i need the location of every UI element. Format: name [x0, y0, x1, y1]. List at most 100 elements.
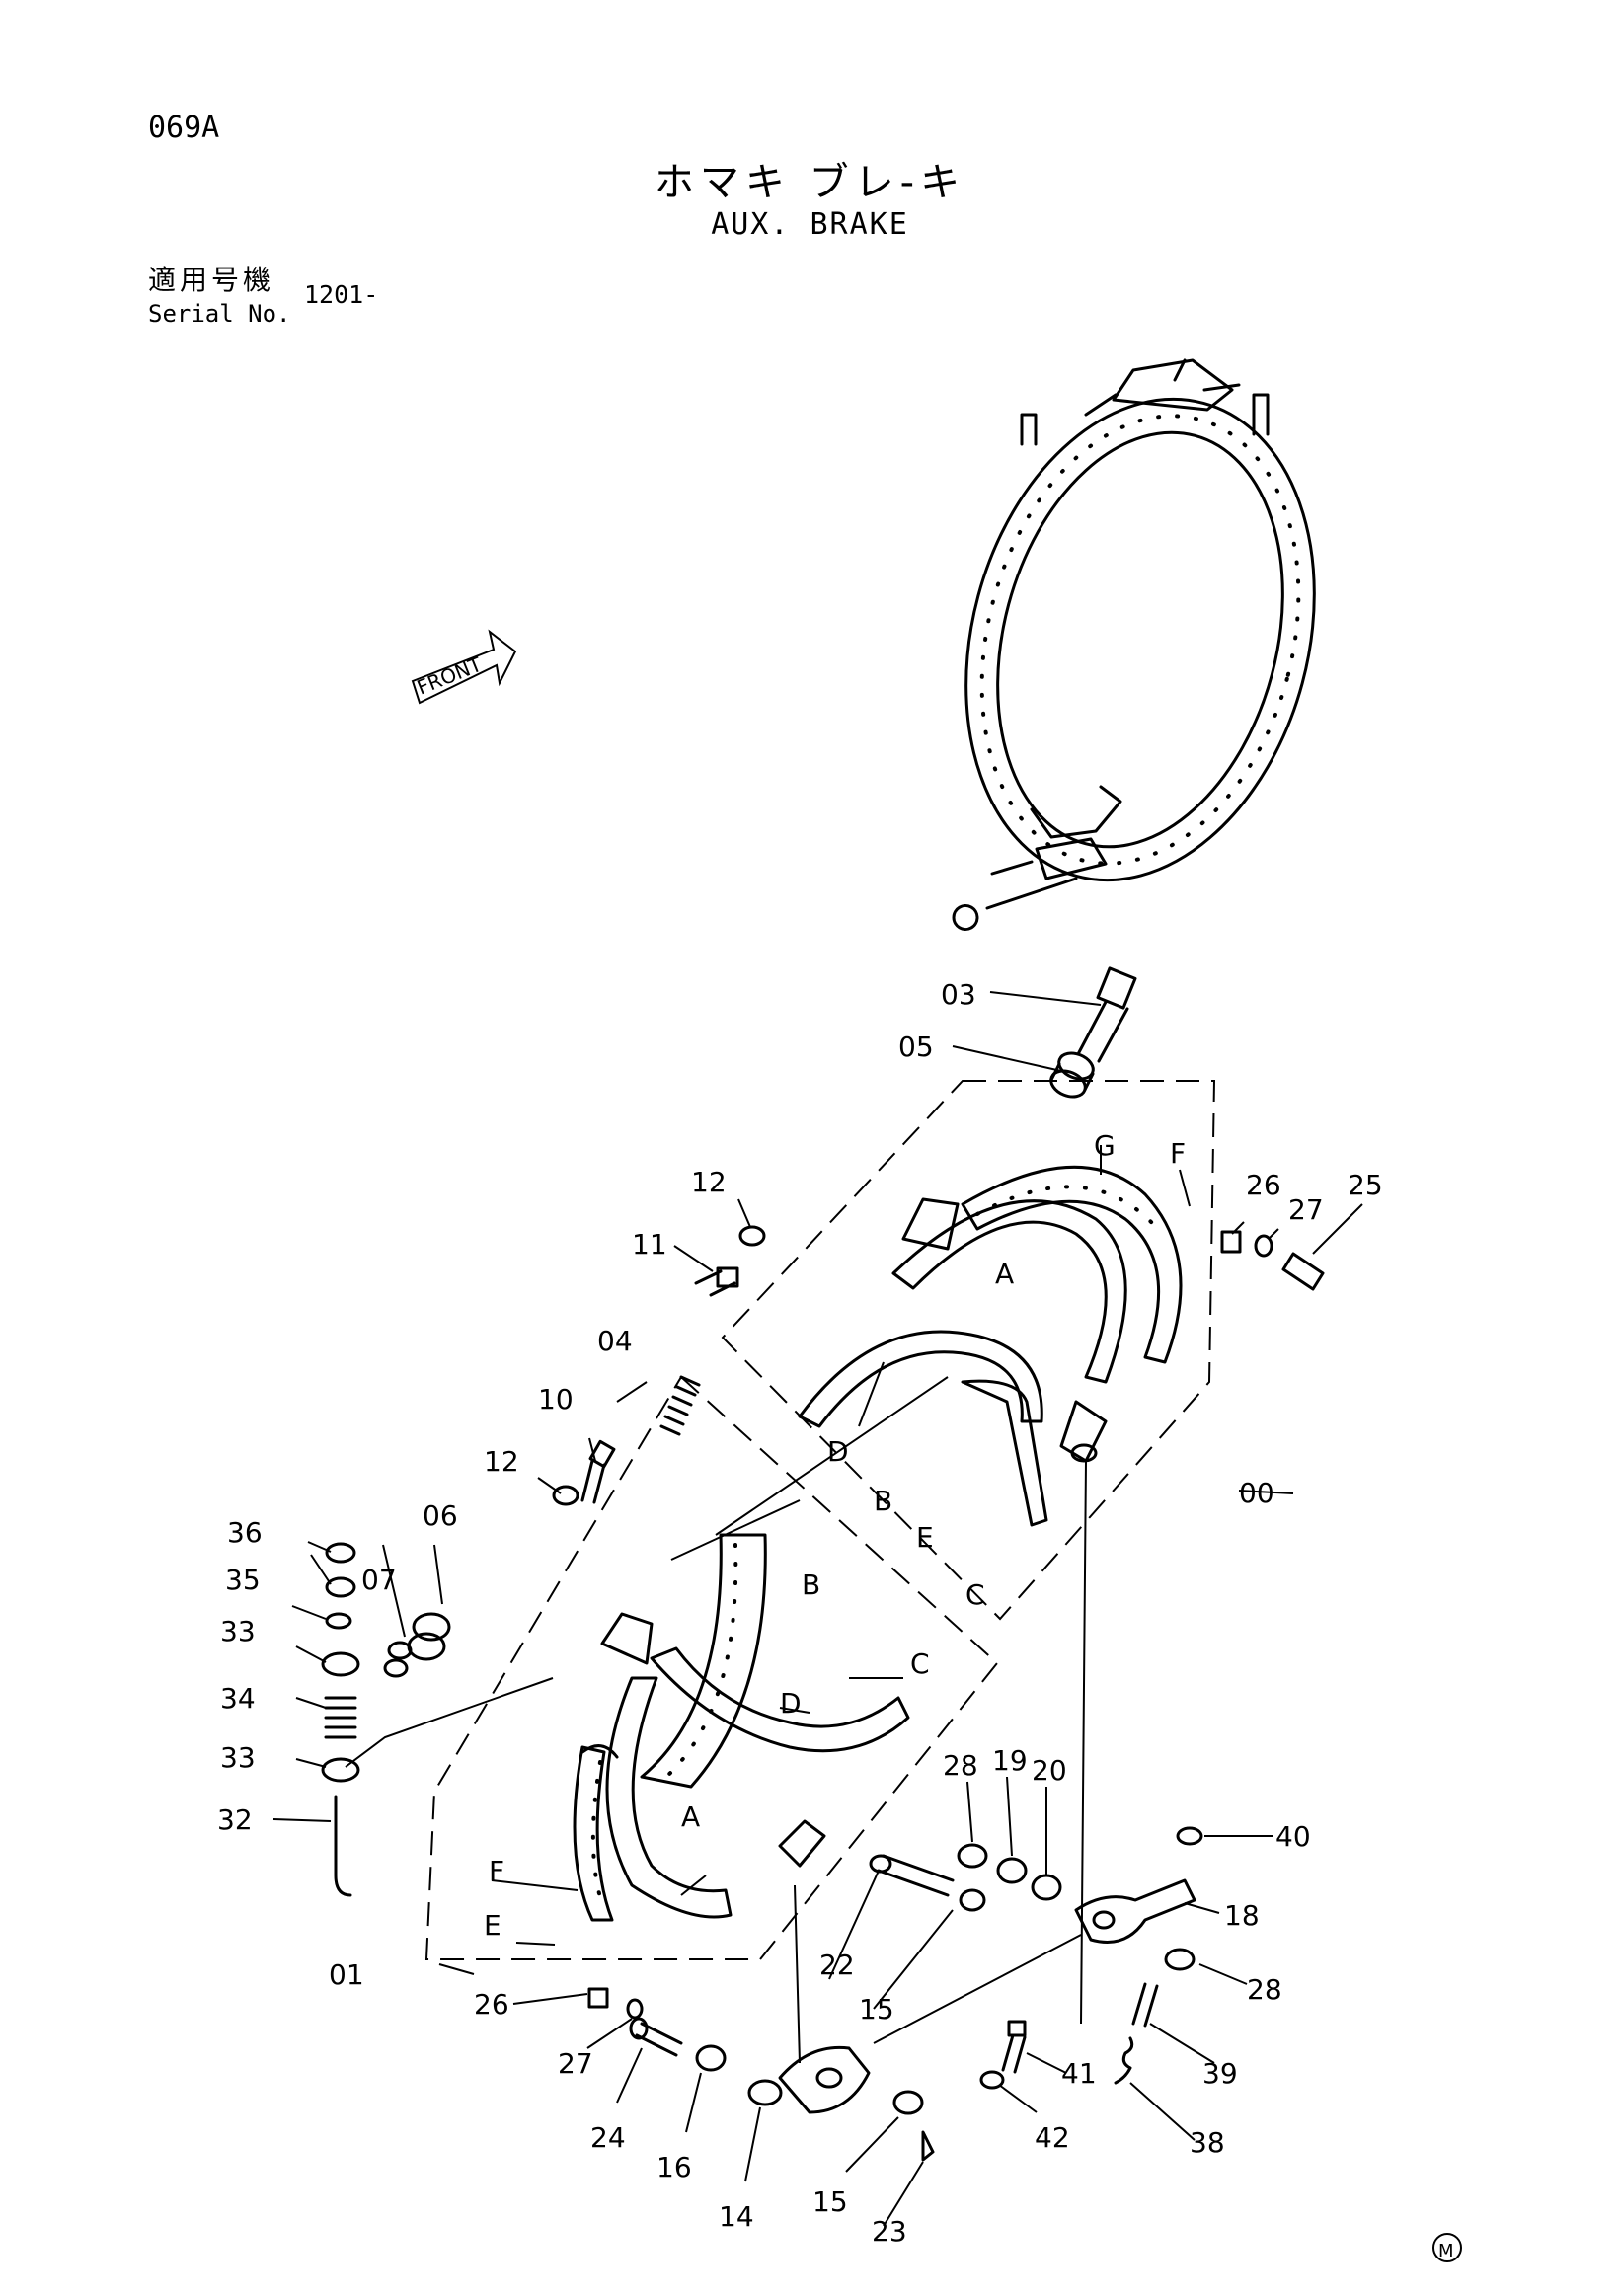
- callout-label: 11: [632, 1228, 667, 1261]
- bushing-15-upper: [959, 1888, 986, 1912]
- clip-27-lower: [626, 1998, 644, 2020]
- bolt-26-lower: [587, 1987, 609, 2009]
- callout-label: 12: [484, 1445, 519, 1478]
- page-title-japanese: ホマキ ブレ-キ: [654, 160, 966, 205]
- callout-label: 41: [1061, 2057, 1097, 2090]
- callout-label: C: [965, 1578, 985, 1611]
- callout-label: 01: [329, 1958, 364, 1991]
- callout-label: 20: [1032, 1754, 1067, 1787]
- leader-lines: [272, 991, 1363, 2227]
- callout-label: 39: [1202, 2057, 1238, 2090]
- callout-label: 14: [719, 2200, 754, 2233]
- brake-shoe-upper: [798, 1165, 1183, 1527]
- callout-label: 05: [898, 1031, 934, 1063]
- spring-04: [659, 1375, 701, 1436]
- front-direction-arrow: FRONT: [411, 629, 517, 705]
- callout-label: 25: [1348, 1169, 1383, 1201]
- callout-label: 28: [1247, 1973, 1282, 2006]
- callout-label: 32: [217, 1803, 253, 1836]
- callout-label: 10: [538, 1383, 574, 1416]
- pin-25: [1281, 1252, 1325, 1291]
- washer-28-right: [1164, 1948, 1196, 1971]
- front-label: FRONT: [414, 651, 486, 699]
- callout-label: 23: [872, 2215, 907, 2248]
- callout-label: 26: [474, 1988, 509, 2021]
- nut-12-upper: [738, 1225, 766, 1247]
- callout-label: 33: [220, 1741, 256, 1774]
- bolt-10: [580, 1439, 616, 1504]
- callout-label: B: [802, 1569, 820, 1601]
- bolt-26-upper: [1220, 1230, 1242, 1254]
- callout-label: 34: [220, 1682, 256, 1715]
- callout-label: 24: [590, 2121, 626, 2154]
- callout-labels: 03 05 G F 26 27 25 12 11 A 04 10 D B E C…: [217, 978, 1383, 2248]
- callout-label: 40: [1275, 1820, 1311, 1853]
- lever-18: [1074, 1878, 1196, 1944]
- nut-07: [383, 1641, 413, 1678]
- callout-label: 07: [361, 1564, 397, 1596]
- bushing-20: [1031, 1874, 1062, 1901]
- pin-24: [629, 2017, 683, 2057]
- bushing-19: [996, 1857, 1028, 1884]
- callout-label: 15: [859, 1993, 894, 2026]
- callout-label: A: [995, 1258, 1014, 1290]
- nut-40: [1176, 1826, 1203, 1846]
- assembled-brake-band: [952, 358, 1316, 931]
- pin-22: [869, 1854, 955, 1897]
- callout-label: 27: [558, 2047, 593, 2080]
- bushing-15-lower: [892, 2090, 924, 2115]
- nut-12-lower: [552, 1485, 579, 1506]
- callout-label: 36: [227, 1516, 263, 1549]
- spring-39: [1131, 1982, 1159, 2028]
- assembly-boundary-upper: [721, 1080, 1216, 1621]
- serial-number: 1201-: [304, 280, 379, 309]
- callout-label: A: [681, 1800, 700, 1833]
- serial-label: Serial No.: [148, 300, 291, 328]
- bolt-03: [1076, 966, 1137, 1063]
- adjuster-stack: [321, 1542, 360, 1897]
- callout-label: 00: [1239, 1477, 1274, 1509]
- page-title: AUX. BRAKE: [711, 207, 909, 242]
- callout-label: E: [916, 1521, 934, 1554]
- callout-label: F: [1170, 1137, 1186, 1170]
- page-code: 069A: [148, 111, 220, 145]
- callout-label: G: [1094, 1129, 1116, 1162]
- callout-label: 38: [1190, 2126, 1225, 2159]
- callout-label: 19: [992, 1744, 1028, 1777]
- callout-label: E: [484, 1909, 501, 1942]
- callout-label: 35: [225, 1564, 261, 1596]
- callout-label: 16: [656, 2151, 692, 2183]
- callout-label: 33: [220, 1615, 256, 1647]
- callout-label: D: [827, 1435, 849, 1468]
- callout-label: 18: [1224, 1899, 1260, 1932]
- brake-shoe-lower: [573, 1533, 910, 1922]
- spring-38: [1114, 2036, 1134, 2085]
- assembly-boundary-lower: [424, 1375, 999, 1960]
- callout-label: 04: [597, 1325, 633, 1357]
- lever-14: [747, 2045, 871, 2114]
- collar-05: [1049, 1051, 1095, 1099]
- callout-label: B: [874, 1485, 892, 1517]
- callout-label: 22: [819, 1949, 855, 1981]
- bushing-06: [407, 1612, 451, 1661]
- callout-label: 12: [691, 1166, 727, 1198]
- callout-label: 27: [1288, 1193, 1324, 1226]
- callout-label: 03: [941, 978, 976, 1011]
- callout-label: F: [489, 1855, 504, 1887]
- bolt-11: [694, 1266, 739, 1297]
- serial-label-japanese: 適用号機: [148, 264, 275, 296]
- pin-23: [921, 2130, 935, 2162]
- callout-label: D: [780, 1687, 802, 1720]
- nut-42: [979, 2070, 1005, 2090]
- corner-mark-letter: M: [1438, 2241, 1454, 2261]
- callout-label: 06: [423, 1499, 458, 1532]
- bushing-16: [695, 2044, 727, 2072]
- callout-label: 15: [812, 2185, 848, 2218]
- corner-mark: M: [1432, 2233, 1462, 2262]
- bolt-41: [1001, 2020, 1027, 2074]
- washer-28-left: [957, 1843, 988, 1869]
- callout-label: 26: [1246, 1169, 1281, 1201]
- clip-27-upper: [1254, 1234, 1273, 1258]
- callout-label: 42: [1035, 2121, 1070, 2154]
